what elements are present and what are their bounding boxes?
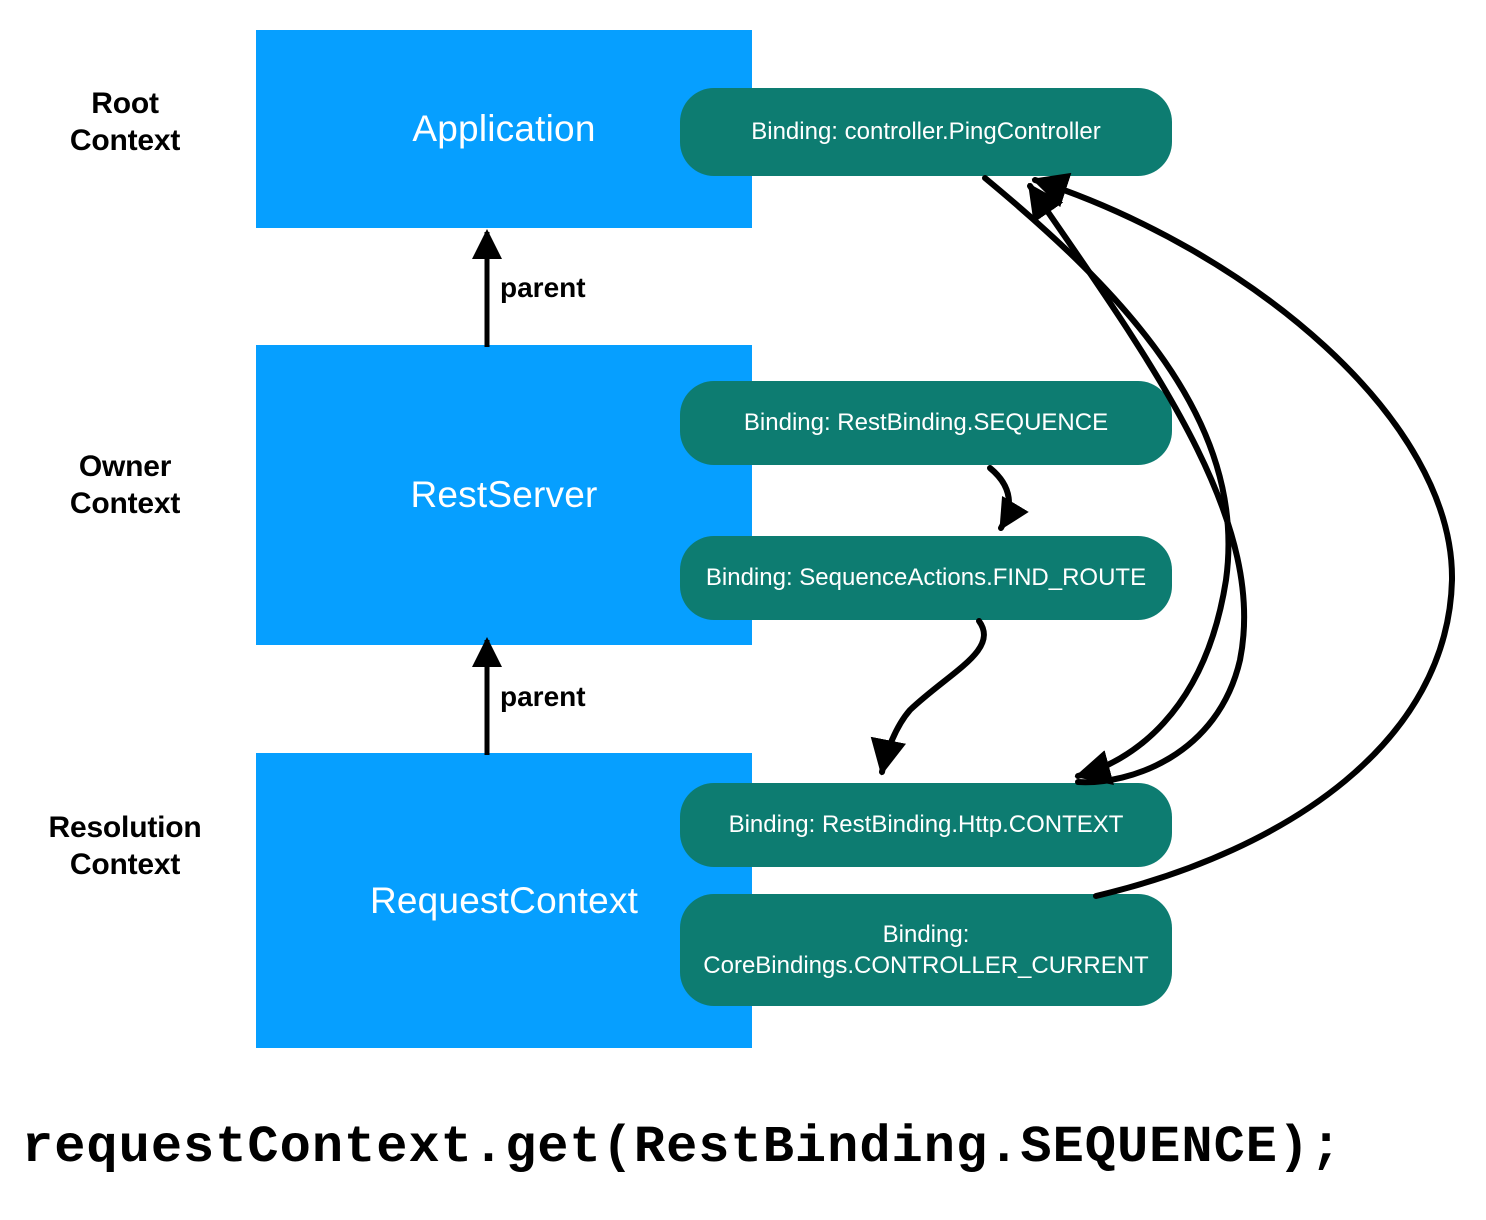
binding-pill-find-route[interactable]: Binding: SequenceActions.FIND_ROUTE xyxy=(680,536,1172,620)
binding-pill-http-context[interactable]: Binding: RestBinding.Http.CONTEXT xyxy=(680,783,1172,867)
context-label-root: Root Context xyxy=(69,87,181,157)
arrow-http-context-to-ping-controller xyxy=(1027,183,1248,786)
binding-pill-find-route-label: Binding: SequenceActions.FIND_ROUTE xyxy=(705,564,1147,592)
context-box-requestcontext-title: RequestContext xyxy=(369,879,639,921)
binding-pill-ping-controller[interactable]: Binding: controller.PingController xyxy=(680,88,1172,176)
arrow-ping-controller-to-http-context xyxy=(982,175,1232,785)
parent-label-owner: parent xyxy=(500,681,586,712)
context-label-resolution: Resolution Context xyxy=(48,811,202,881)
arrow-sequence-to-find-route xyxy=(987,465,1029,531)
binding-pill-rest-sequence[interactable]: Binding: RestBinding.SEQUENCE xyxy=(680,381,1172,465)
binding-pill-http-context-label: Binding: RestBinding.Http.CONTEXT xyxy=(728,811,1124,839)
context-box-restserver[interactable]: RestServer xyxy=(256,345,752,645)
arrow-find-route-to-http-context xyxy=(870,618,987,776)
binding-pill-ping-controller-label: Binding: controller.PingController xyxy=(751,118,1101,146)
context-box-requestcontext[interactable]: RequestContext xyxy=(256,753,752,1048)
context-label-owner: Owner Context xyxy=(69,450,181,520)
context-box-restserver-title: RestServer xyxy=(410,474,598,515)
binding-pill-controller-current-label: Binding: CoreBindings.CONTROLLER_CURRENT xyxy=(703,920,1149,979)
context-box-application[interactable]: Application xyxy=(256,30,752,228)
parent-label-root: parent xyxy=(500,272,586,303)
binding-pill-controller-current[interactable]: Binding: CoreBindings.CONTROLLER_CURRENT xyxy=(680,894,1172,1006)
binding-pill-rest-sequence-label: Binding: RestBinding.SEQUENCE xyxy=(743,409,1109,437)
code-caption: requestContext.get(RestBinding.SEQUENCE)… xyxy=(22,1118,1343,1177)
context-box-application-title: Application xyxy=(412,108,596,149)
